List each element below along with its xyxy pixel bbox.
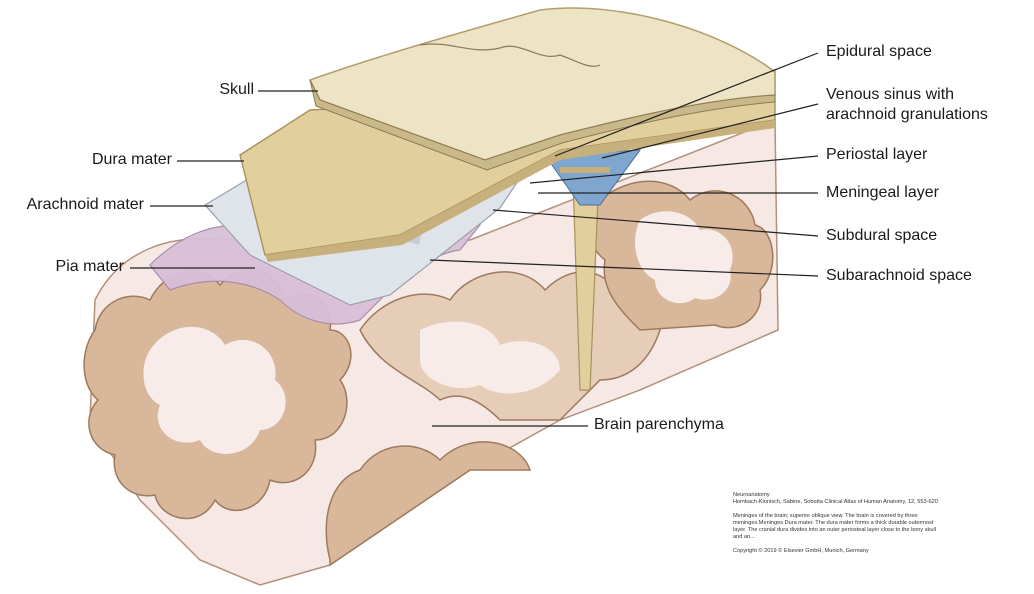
credit-caption-1: Meninges of the brain; superior oblique … xyxy=(733,512,918,519)
label-pia-mater: Pia mater xyxy=(55,258,124,275)
credit-caption-4: and an... xyxy=(733,534,755,541)
label-subdural-space: Subdural space xyxy=(826,227,938,244)
credit-book: Neuroanatomy xyxy=(733,492,770,498)
figure-credit: Neuroanatomy Hombach-Klonisch, Sabine, S… xyxy=(733,492,1025,555)
credit-copyright: Copyright © 2019 © Elsevier GmbH, Munich… xyxy=(733,547,869,554)
label-subarachnoid-space: Subarachnoid space xyxy=(826,267,972,284)
label-meningeal-layer: Meningeal layer xyxy=(826,184,939,201)
skull-diploe xyxy=(309,79,776,171)
label-brain-parenchyma: Brain parenchyma xyxy=(594,416,724,433)
label-venous-sinus-line1: Venous sinus with xyxy=(826,86,955,103)
label-skull: Skull xyxy=(219,81,254,98)
label-epidural-space: Epidural space xyxy=(826,43,932,60)
white-matter xyxy=(143,211,733,454)
label-dura-mater: Dura mater xyxy=(91,151,172,168)
label-venous-sinus-line2: arachnoid granulations xyxy=(826,106,988,123)
label-arachnoid-mater: Arachnoid mater xyxy=(26,196,144,213)
credit-caption-3: layer. The cranial dura divides into an … xyxy=(733,527,936,534)
leader-lines xyxy=(130,52,819,427)
credit-caption-2: meninges Meninges Dura mater. The dura m… xyxy=(733,519,934,526)
credit-source: Hombach-Klonisch, Sabine, Sobotta Clinic… xyxy=(733,499,938,506)
label-periostal-layer: Periostal layer xyxy=(826,146,928,163)
